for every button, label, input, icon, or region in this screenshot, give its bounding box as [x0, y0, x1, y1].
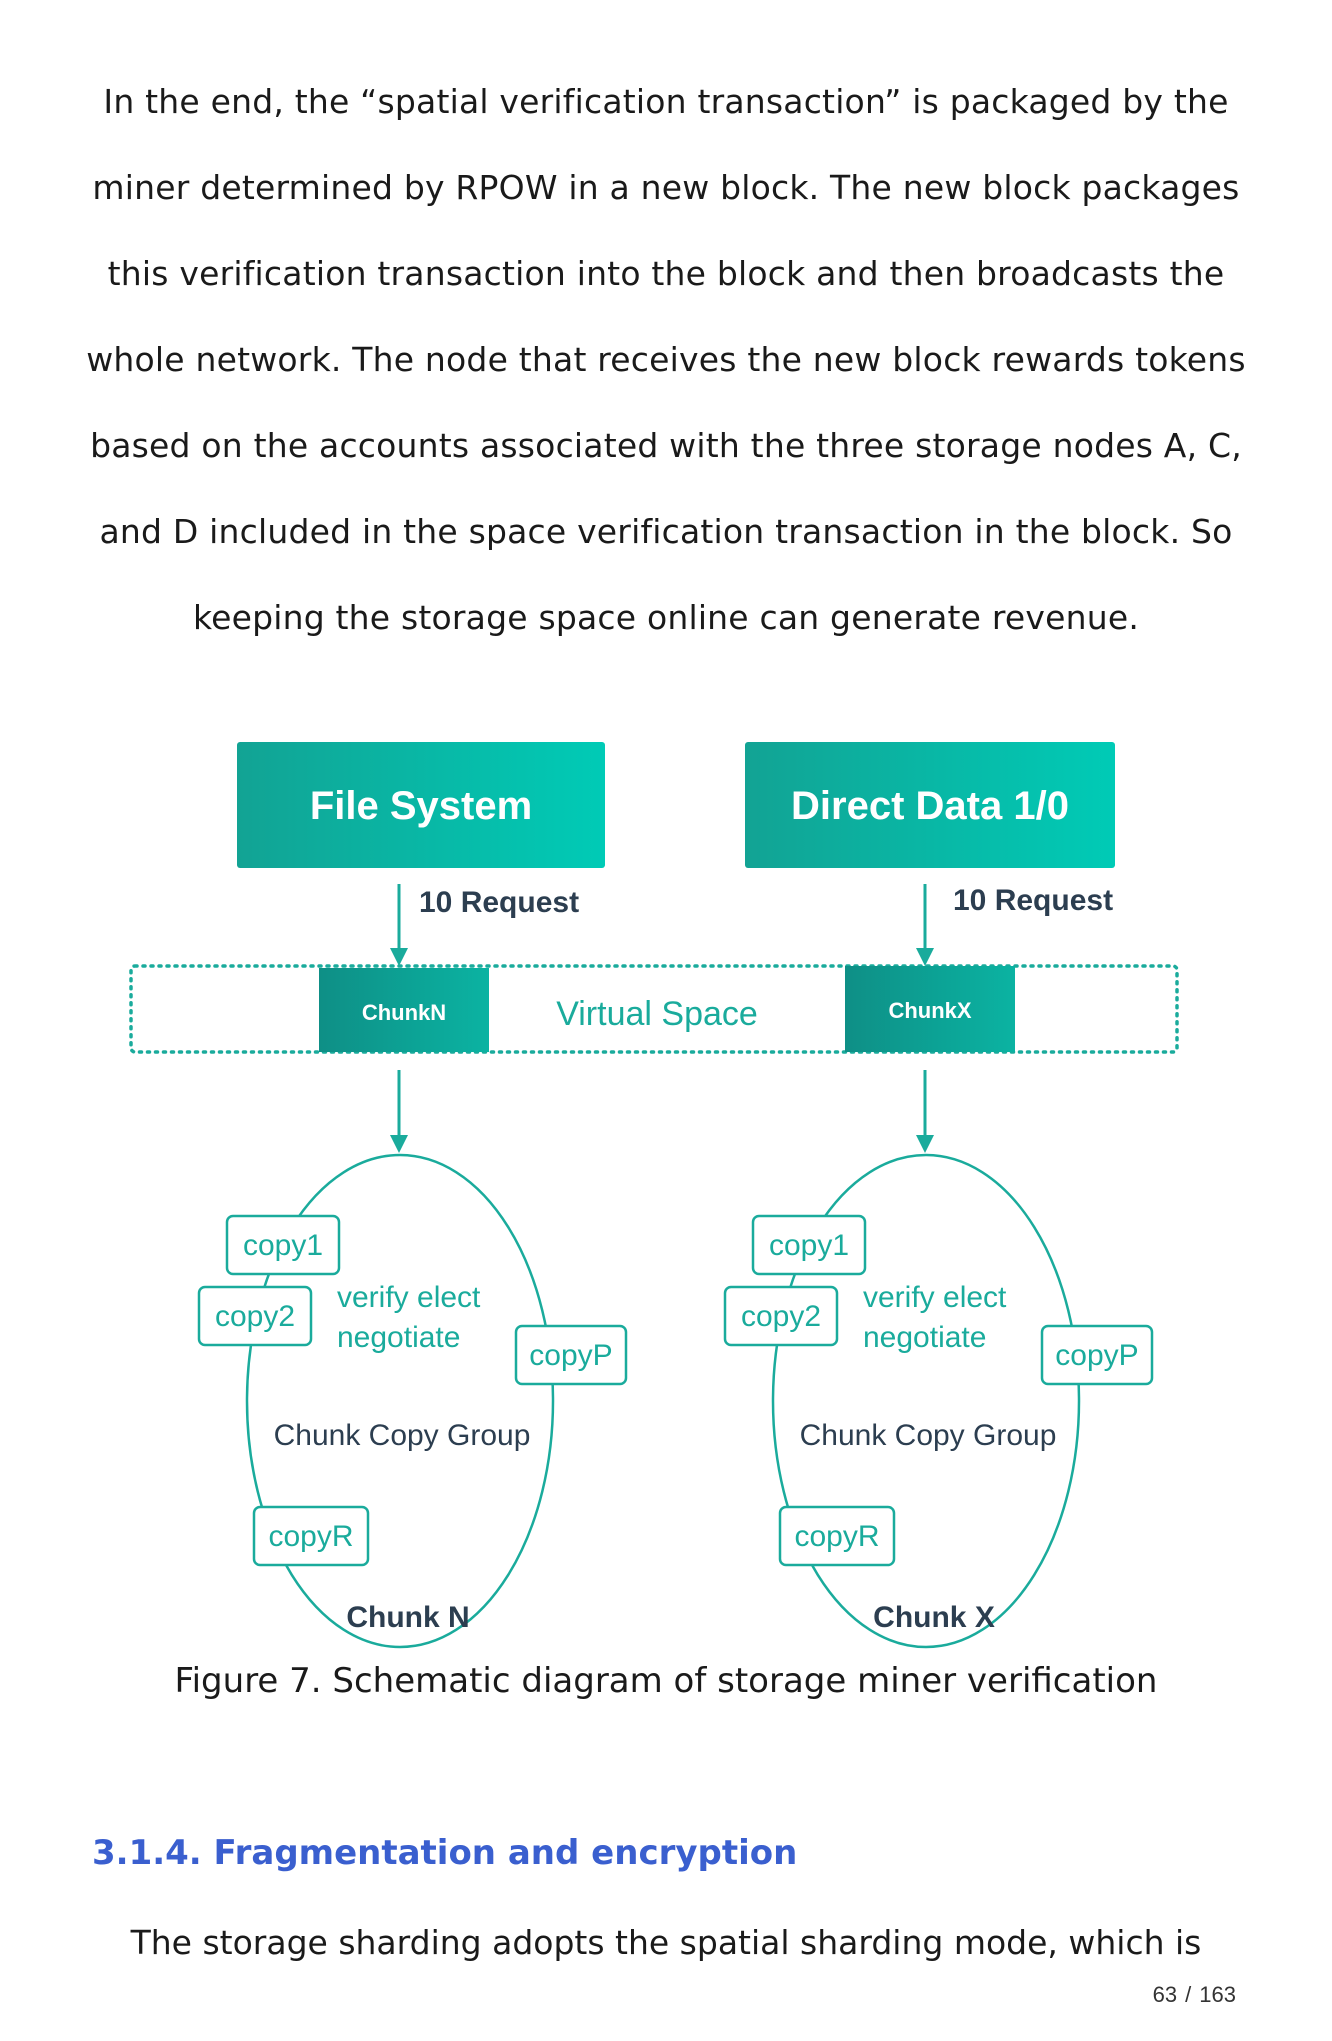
copy2-label: copy2 [741, 1300, 821, 1333]
diagram-canvas: File System Direct Data 1/0 10 Request 1… [129, 742, 1179, 1649]
chunk-x-caption: Chunk X [873, 1601, 995, 1634]
intro-paragraph: In the end, the “spatial verification tr… [0, 59, 1332, 661]
page-current: 63 [1152, 1982, 1178, 2007]
chunk-n-label: ChunkN [362, 1000, 446, 1025]
chunk-n-box: ChunkN [319, 968, 489, 1052]
direct-data-box: Direct Data 1/0 [745, 742, 1115, 868]
copyR-label: copyR [794, 1520, 879, 1553]
copyP-label: copyP [1055, 1339, 1138, 1372]
virtual-space-label: Virtual Space [556, 995, 758, 1033]
virtual-space-container [129, 964, 1179, 1054]
chunk-x-box: ChunkX [845, 966, 1015, 1052]
direct-data-label: Direct Data 1/0 [791, 784, 1069, 828]
storage-verification-diagram: File System Direct Data 1/0 10 Request 1… [0, 730, 1332, 1650]
chunk-copy-group-right: copy1 copy2 copyP copyR verify elect neg… [723, 1153, 1154, 1649]
intro-line: whole network. The node that receives th… [86, 340, 1246, 379]
chunk-copy-group-left: copy1 copy2 copyP copyR verify elect neg… [197, 1153, 628, 1649]
intro-line: and D included in the space verification… [99, 512, 1233, 551]
verify-elect-label: verify elect [863, 1281, 1007, 1314]
chunk-x-label: ChunkX [888, 998, 971, 1023]
page-total: 163 [1199, 1982, 1236, 2007]
verify-elect-label: verify elect [337, 1281, 481, 1314]
negotiate-label: negotiate [337, 1321, 460, 1354]
intro-line: this verification transaction into the b… [107, 254, 1225, 293]
copy2-label: copy2 [215, 1300, 295, 1333]
page-separator: / [1185, 1982, 1192, 2007]
copyP-label: copyP [529, 1339, 612, 1372]
section-heading: 3.1.4. Fragmentation and encryption [92, 1833, 798, 1873]
intro-line: keeping the storage space online can gen… [192, 598, 1140, 637]
intro-line: miner determined by RPOW in a new block.… [92, 168, 1240, 207]
negotiate-label: negotiate [863, 1321, 986, 1354]
chunk-copy-group-label: Chunk Copy Group [800, 1419, 1057, 1452]
intro-line: In the end, the “spatial verification tr… [103, 82, 1229, 121]
copy1-label: copy1 [243, 1229, 323, 1262]
chunk-n-caption: Chunk N [346, 1601, 469, 1634]
file-system-box: File System [237, 742, 605, 868]
copy1-label: copy1 [769, 1229, 849, 1262]
chunk-copy-group-label: Chunk Copy Group [274, 1419, 531, 1452]
page-number: 63 / 163 [1149, 1982, 1240, 2008]
group-ellipse [771, 1153, 1081, 1649]
body-text-line: The storage sharding adopts the spatial … [130, 1923, 1202, 1962]
right-request-label: 10 Request [953, 884, 1113, 917]
figure-caption: Figure 7. Schematic diagram of storage m… [174, 1661, 1158, 1701]
group-ellipse [245, 1153, 555, 1649]
copyR-label: copyR [268, 1520, 353, 1553]
intro-line: based on the accounts associated with th… [90, 426, 1242, 465]
left-request-label: 10 Request [419, 886, 579, 919]
file-system-label: File System [310, 784, 532, 828]
